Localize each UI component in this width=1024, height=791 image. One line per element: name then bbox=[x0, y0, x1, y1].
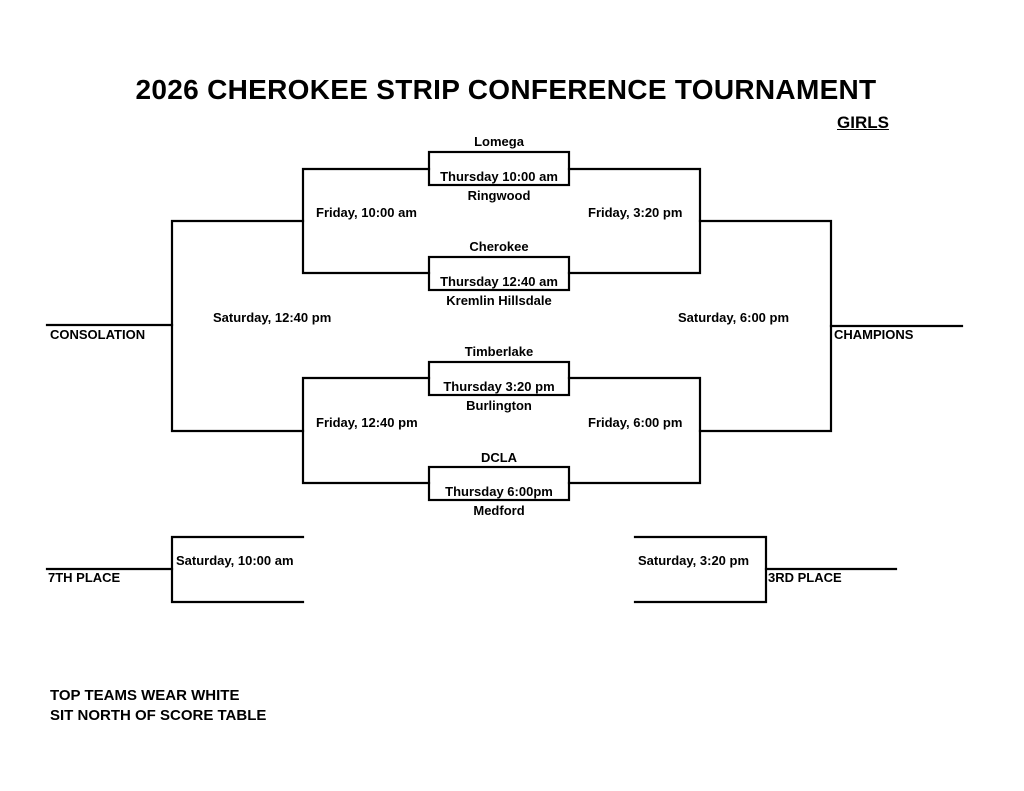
page-title: 2026 CHEROKEE STRIP CONFERENCE TOURNAMEN… bbox=[135, 74, 877, 105]
friday-top-left-time: Friday, 10:00 am bbox=[316, 205, 417, 220]
bracket-friday-top-right bbox=[567, 167, 702, 275]
team-top-4: DCLA bbox=[480, 450, 518, 465]
bracket-consolation bbox=[170, 219, 305, 433]
team-bottom-4: Medford bbox=[473, 503, 525, 518]
bracket-seventh bbox=[170, 535, 305, 604]
consolation-game-time: Saturday, 12:40 pm bbox=[213, 310, 332, 325]
game-time-3: Thursday 3:20 pm bbox=[443, 379, 555, 394]
note-line-2: SIT NORTH OF SCORE TABLE bbox=[50, 707, 267, 724]
third-place-game-time: Saturday, 3:20 pm bbox=[638, 553, 750, 568]
team-bottom-1: Ringwood bbox=[467, 188, 531, 203]
game-time-2: Thursday 12:40 am bbox=[440, 274, 558, 289]
bracket-third bbox=[633, 535, 768, 604]
note-line-1: TOP TEAMS WEAR WHITE bbox=[50, 687, 240, 704]
bracket-friday-top-left bbox=[301, 167, 431, 275]
bracket-friday-bottom-left bbox=[301, 376, 431, 485]
team-top-3: Timberlake bbox=[464, 344, 534, 359]
game-time-1: Thursday 10:00 am bbox=[440, 169, 558, 184]
seventh-place-game-time: Saturday, 10:00 am bbox=[176, 553, 294, 568]
team-top-1: Lomega bbox=[474, 134, 524, 149]
game-time-4: Thursday 6:00pm bbox=[445, 484, 553, 499]
team-bottom-3: Burlington bbox=[466, 398, 532, 413]
seventh-place-label: 7TH PLACE bbox=[48, 570, 121, 585]
friday-top-right-time: Friday, 3:20 pm bbox=[588, 205, 683, 220]
team-top-2: Cherokee bbox=[469, 239, 529, 254]
third-place-label: 3RD PLACE bbox=[768, 570, 842, 585]
champions-label: CHAMPIONS bbox=[834, 327, 914, 342]
bracket-friday-bottom-right bbox=[567, 376, 702, 485]
friday-bottom-left-time: Friday, 12:40 pm bbox=[316, 415, 418, 430]
championship-game-time: Saturday, 6:00 pm bbox=[678, 310, 790, 325]
bracket-championship bbox=[698, 219, 833, 433]
team-bottom-2: Kremlin Hillsdale bbox=[446, 293, 552, 308]
consolation-label: CONSOLATION bbox=[50, 327, 146, 342]
division-label: GIRLS bbox=[837, 113, 889, 132]
friday-bottom-right-time: Friday, 6:00 pm bbox=[588, 415, 683, 430]
